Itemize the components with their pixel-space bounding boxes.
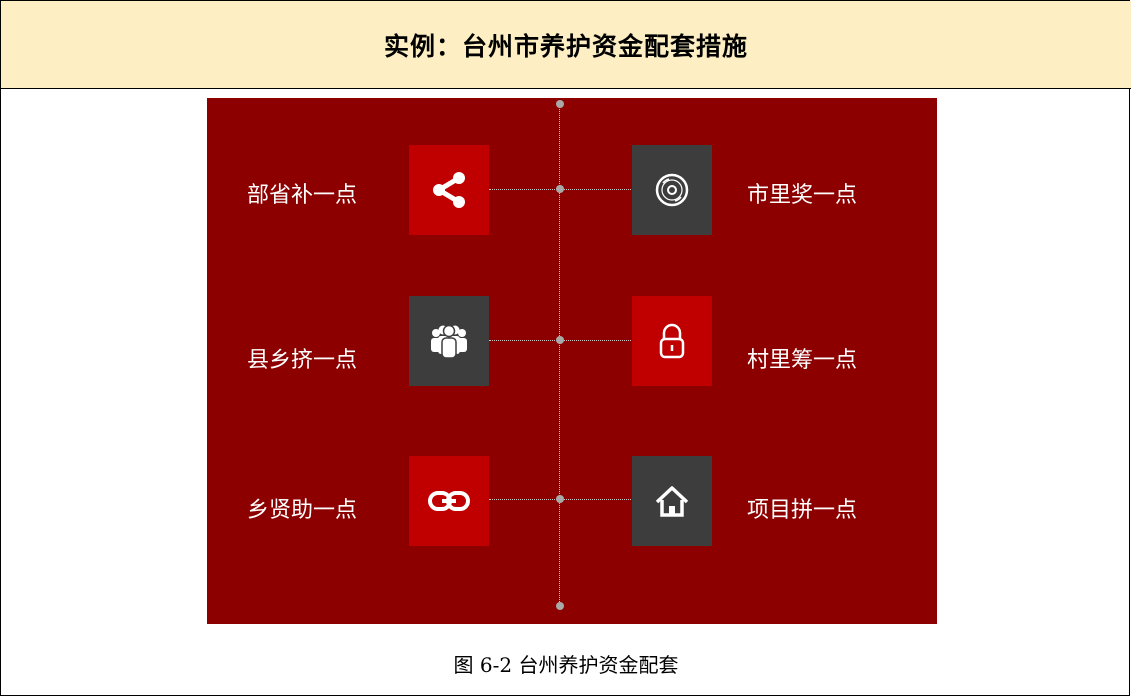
item-label-6: 项目拼一点: [747, 498, 858, 523]
axis-bottom-dot: [556, 602, 564, 610]
diagram-panel: 部省补一点 市里奖一点 县乡挤一点: [207, 98, 937, 624]
item-label-1: 部省补一点: [247, 183, 358, 208]
share-icon: [409, 145, 489, 235]
axis-dot-row-1: [556, 185, 564, 193]
center-axis: [559, 104, 560, 606]
item-label-4: 村里筹一点: [747, 348, 858, 373]
axis-dot-row-3: [556, 495, 564, 503]
axis-dot-row-2: [556, 336, 564, 344]
home-icon: [632, 456, 712, 546]
item-label-3: 县乡挤一点: [247, 348, 358, 373]
disc-icon: [632, 145, 712, 235]
link-icon: [409, 456, 489, 546]
page-title: 实例：台州市养护资金配套措施: [383, 31, 748, 61]
title-banner: 实例：台州市养护资金配套措施: [1, 1, 1131, 89]
item-label-5: 乡贤助一点: [247, 498, 358, 523]
lock-icon: [632, 296, 712, 386]
item-label-2: 市里奖一点: [747, 183, 858, 208]
people-icon: [409, 296, 489, 386]
axis-top-dot: [556, 100, 564, 108]
figure-caption: 图 6-2 台州养护资金配套: [453, 653, 679, 677]
